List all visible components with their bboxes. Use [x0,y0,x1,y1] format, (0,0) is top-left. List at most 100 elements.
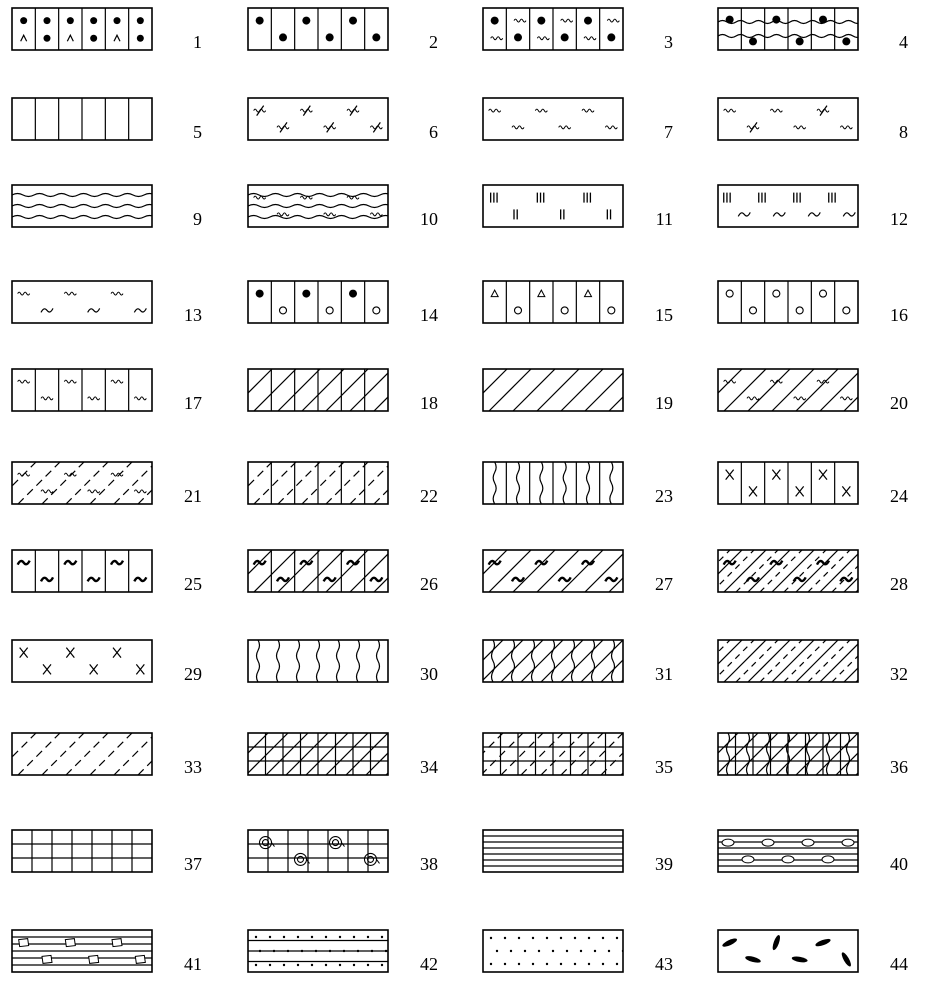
legend-item: 33 [0,733,228,777]
lithology-pattern [248,830,388,872]
lithology-pattern [491,8,620,50]
legend-number: 24 [890,486,908,506]
legend-number: 33 [184,757,202,777]
legend-item: 12 [718,185,908,229]
swatch-frame [12,733,152,775]
lithology-pattern [493,462,613,504]
lithology-pattern [724,106,853,133]
legend-number: 1 [193,32,202,52]
legend-number: 28 [890,574,908,594]
legend-item: 16 [718,281,908,325]
legend-number: 17 [184,393,202,413]
legend-item: 35 [441,733,703,777]
legend-item: 17 [12,369,202,413]
swatch-frame [718,369,858,411]
legend-number: 12 [890,209,908,229]
legend-number: 10 [420,209,438,229]
legend-number: 25 [184,574,202,594]
legend-item: 24 [718,462,908,506]
legend-item: 18 [206,369,464,413]
lithology-pattern [491,193,611,220]
lithology-pattern [490,937,624,965]
legend-number: 15 [655,305,673,325]
legend-number: 19 [655,393,673,413]
lithology-pattern [18,550,147,592]
legend-item: 37 [12,830,202,874]
legend-item: 8 [718,98,908,142]
legend-number: 40 [890,854,908,874]
swatch-frame [12,640,152,682]
swatch-frame [12,462,152,504]
legend-number: 27 [655,574,673,594]
legend-number: 23 [655,486,673,506]
legend-number: 21 [184,486,202,506]
legend-item: 22 [206,462,464,506]
lithology-pattern [20,8,144,50]
swatch-frame [718,550,858,592]
legend-item: 15 [483,281,673,325]
legend-item: 11 [483,185,673,229]
legend-item: 34 [206,733,468,777]
swatch-frame [483,550,623,592]
lithology-pattern [483,836,623,866]
legend-item: 3 [483,8,673,52]
lithology-pattern [12,830,152,872]
legend-number: 35 [655,757,673,777]
legend-item: 28 [676,550,927,594]
legend-item: 41 [12,930,202,974]
legend-item: 39 [483,830,673,874]
legend-number: 31 [655,664,673,684]
lithology-pattern [12,937,152,965]
legend-number: 11 [656,209,673,229]
legend-item: 36 [676,733,927,777]
legend-item: 20 [676,369,927,413]
lithology-pattern [18,369,147,411]
legend-item: 7 [483,98,673,142]
swatch-frame [483,369,623,411]
legend-item: 14 [248,281,438,325]
legend-item: 40 [718,830,908,874]
lithology-pattern [248,194,402,219]
legend-number: 39 [655,854,673,874]
swatch-frame [248,98,388,140]
lithology-pattern [254,106,383,133]
swatch-frame [12,281,152,323]
lithology-pattern [257,640,380,682]
legend-item: 6 [248,98,438,142]
swatch-frame [483,185,623,227]
legend-number: 5 [193,122,202,142]
legend-item: 21 [0,462,228,506]
legend-item: 2 [248,8,438,52]
legend-number: 20 [890,393,908,413]
swatch-frame [718,640,858,682]
lithology-pattern [491,281,615,323]
lithology-pattern [726,462,851,504]
lithology-pattern [248,936,388,966]
legend-number: 3 [664,32,673,52]
legend-number: 14 [420,305,438,325]
legend-item: 4 [718,8,908,52]
lithology-pattern [489,109,618,129]
legend-number: 38 [420,854,438,874]
legend-number: 30 [420,664,438,684]
lithology-pattern [256,8,381,50]
lithology-pattern [721,934,852,967]
legend-item: 30 [248,640,438,684]
legend-number: 26 [420,574,438,594]
legend-number: 37 [184,854,202,874]
legend-number: 42 [420,954,438,974]
lithology-pattern [256,281,380,323]
swatch-frame [12,830,152,872]
lithology-pattern [724,193,856,217]
legend-item: 43 [483,930,673,974]
legend-item: 13 [12,281,202,325]
legend-number: 29 [184,664,202,684]
legend-item: 25 [12,550,202,594]
lithology-pattern [18,292,147,312]
legend-number: 7 [664,122,673,142]
swatch-frame [718,185,858,227]
legend-item: 9 [12,185,202,229]
swatch-frame [248,830,388,872]
lithology-pattern [718,836,858,866]
